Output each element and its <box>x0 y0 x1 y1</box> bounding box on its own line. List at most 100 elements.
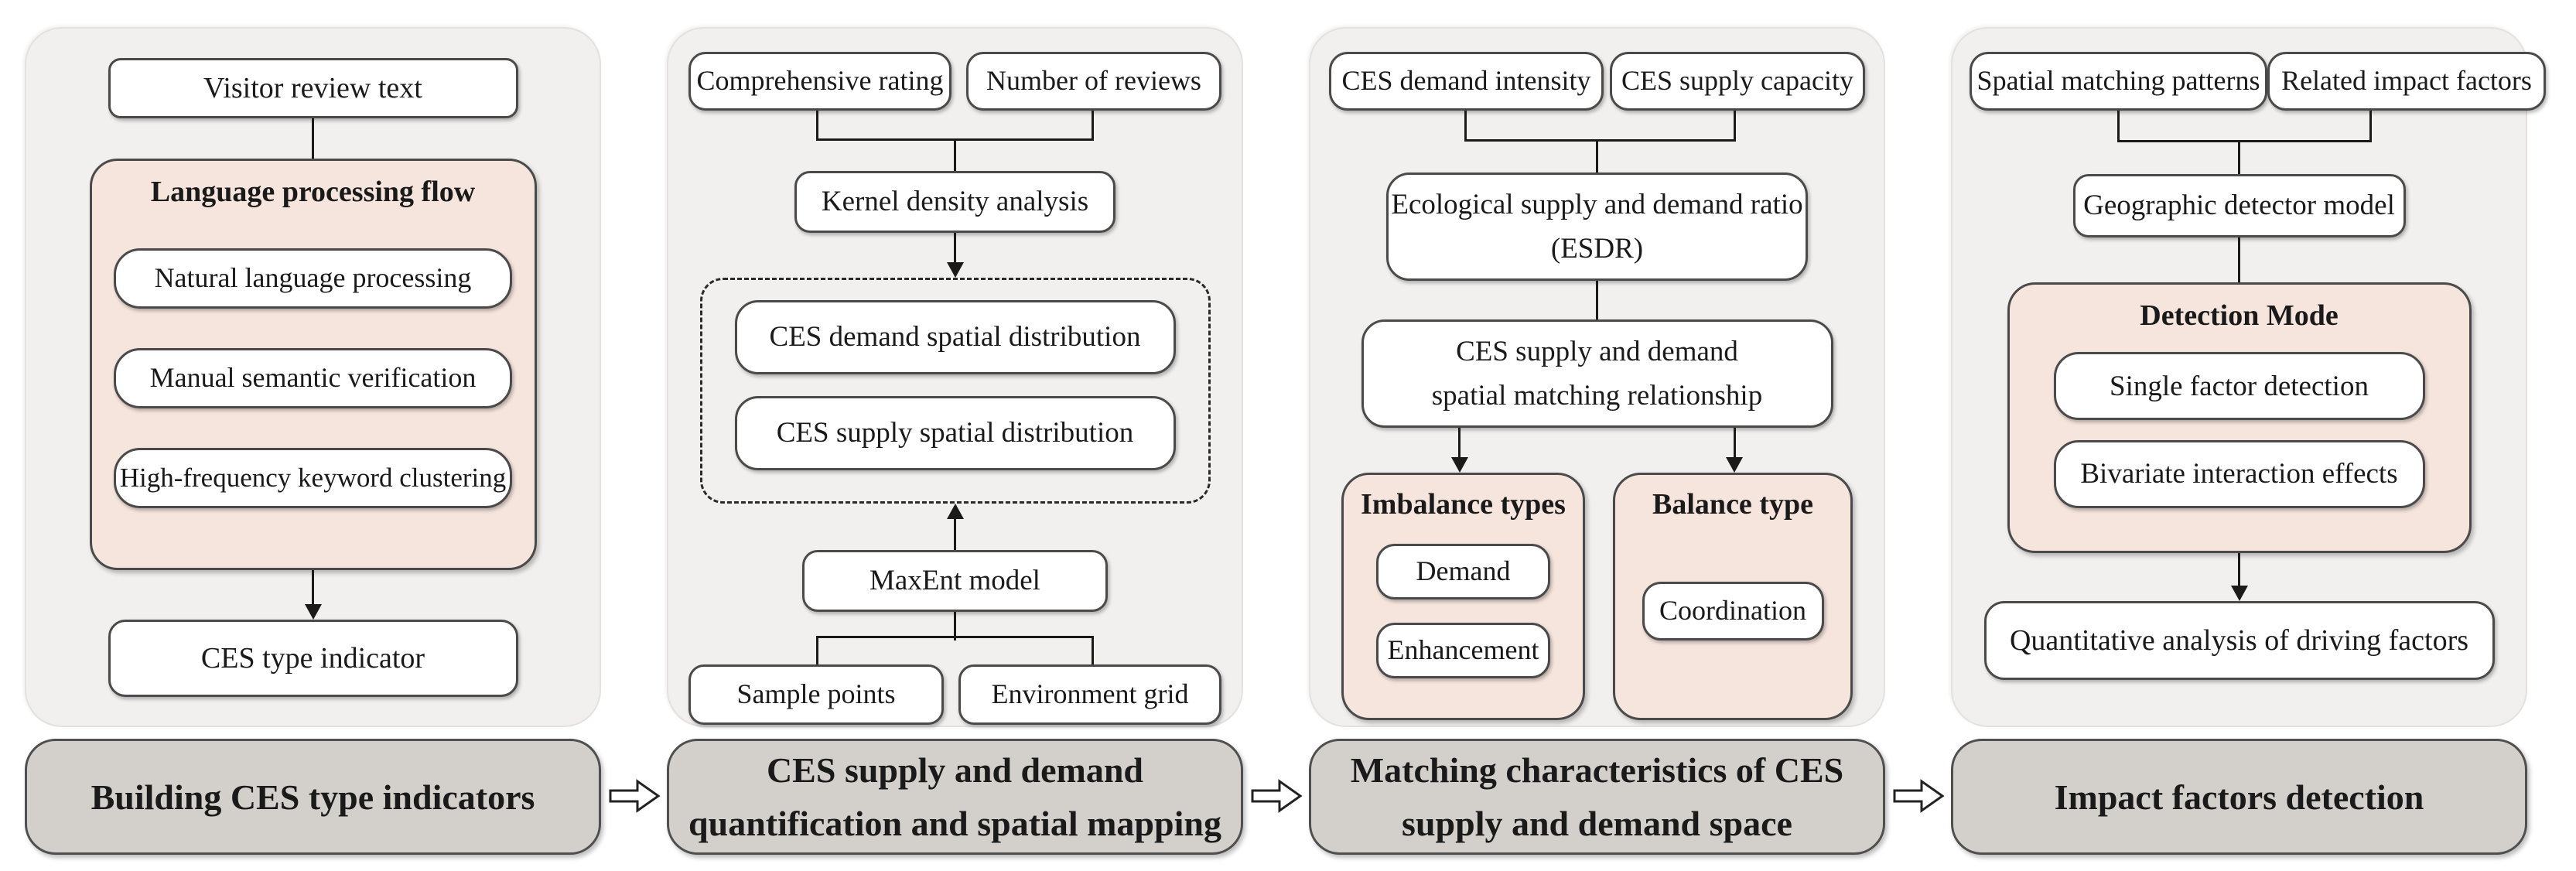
node-esdr: Ecological supply and demand ratio (ESDR… <box>1386 172 1808 281</box>
arrowhead-down-icon <box>1450 457 1468 473</box>
panel-ces-supply-demand-quantification: Comprehensive rating Number of reviews K… <box>667 27 1243 727</box>
node-ces-supply-spatial-distribution: CES supply spatial distribution <box>734 396 1176 470</box>
arrow-up <box>946 504 964 550</box>
node-label: Natural language processing <box>154 262 472 294</box>
arrowhead-up-icon <box>946 504 964 519</box>
stage-title-line2: quantification and spatial mapping <box>688 804 1221 843</box>
container-title: Balance type <box>1652 488 1813 521</box>
node-label: Enhancement <box>1387 634 1539 665</box>
node-label-line2: spatial matching relationship <box>1431 380 1763 412</box>
connector-line <box>312 118 314 159</box>
node-label: Single factor detection <box>2110 370 2369 402</box>
flow-arrow-icon <box>609 779 661 813</box>
stage-title-line2: supply and demand space <box>1402 804 1792 843</box>
node-label-line1: CES supply and demand <box>1456 335 1738 367</box>
arrowhead-down-icon <box>304 604 322 620</box>
arrow-down <box>1450 428 1468 473</box>
node-geographic-detector-model: Geographic detector model <box>2072 174 2406 237</box>
node-label: Related impact factors <box>2281 65 2532 97</box>
container-language-processing-flow: Language processing flow Natural languag… <box>89 159 537 570</box>
node-label: Geographic detector model <box>2083 190 2395 222</box>
stage-bar-quantification-spatial-mapping: CES supply and demand quantification and… <box>667 739 1243 855</box>
node-maxent-model: MaxEnt model <box>802 550 1108 612</box>
stage-title-line1: CES supply and demand <box>766 750 1144 790</box>
split-connector <box>668 612 1242 664</box>
arrowhead-down-icon <box>2230 586 2248 601</box>
flow-arrow-icon <box>1251 779 1303 813</box>
node-spatial-matching-patterns: Spatial matching patterns <box>1970 52 2267 111</box>
connector-line <box>1458 428 1461 457</box>
node-high-frequency-keyword-clustering: High-frequency keyword clustering <box>114 448 512 508</box>
container-title: Detection Mode <box>2140 299 2339 332</box>
node-label-line1: Ecological supply and demand ratio <box>1391 188 1803 220</box>
connector-line <box>954 519 956 550</box>
node-label: Coordination <box>1659 595 1806 627</box>
node-label: Bivariate interaction effects <box>2080 457 2398 490</box>
node-label: Environment grid <box>991 678 1189 710</box>
node-label: CES demand spatial distribution <box>769 321 1141 354</box>
node-single-factor-detection: Single factor detection <box>2053 352 2425 421</box>
node-label: Quantitative analysis of driving factors <box>2009 623 2469 657</box>
stage-title: Impact factors detection <box>2054 777 2424 817</box>
container-title: Imbalance types <box>1361 488 1566 521</box>
connector-line <box>1733 428 1736 457</box>
node-demand: Demand <box>1376 544 1550 600</box>
node-spatial-matching-relationship: CES supply and demand spatial matching r… <box>1361 319 1833 428</box>
connector-line <box>2238 553 2240 586</box>
connector-line <box>312 570 314 604</box>
node-environment-grid: Environment grid <box>958 664 1221 725</box>
container-detection-mode: Detection Mode Single factor detection B… <box>2007 282 2472 553</box>
node-coordination: Coordination <box>1642 582 1824 640</box>
double-arrow-connector <box>1310 428 1884 473</box>
stage-title: Building CES type indicators <box>91 777 535 817</box>
merge-connector <box>1952 111 2526 174</box>
connector-line <box>1596 281 1598 319</box>
container-balance-type: Balance type Coordination <box>1613 473 1853 720</box>
node-ces-demand-spatial-distribution: CES demand spatial distribution <box>734 300 1176 374</box>
node-label: Demand <box>1416 555 1511 587</box>
node-label: CES demand intensity <box>1341 65 1591 97</box>
arrow-down <box>304 570 322 620</box>
node-ces-type-indicator: CES type indicator <box>108 620 518 697</box>
node-label: Comprehensive rating <box>696 65 944 97</box>
stage-bar-matching-characteristics: Matching characteristics of CES supply a… <box>1309 739 1885 855</box>
node-label: Visitor review text <box>203 71 422 104</box>
node-label: Number of reviews <box>986 65 1201 97</box>
node-manual-semantic-verification: Manual semantic verification <box>114 348 512 408</box>
node-label: CES supply spatial distribution <box>776 417 1134 449</box>
node-label: Kernel density analysis <box>821 186 1089 218</box>
merge-connector <box>1310 111 1884 172</box>
node-label: Sample points <box>736 678 896 710</box>
node-label: MaxEnt model <box>869 565 1040 597</box>
node-number-of-reviews: Number of reviews <box>966 52 1221 111</box>
connector-line <box>954 233 956 262</box>
stage-title-line1: Matching characteristics of CES <box>1350 750 1844 790</box>
arrowhead-down-icon <box>1726 457 1744 473</box>
node-related-impact-factors: Related impact factors <box>2267 52 2546 111</box>
node-sample-points: Sample points <box>688 664 944 725</box>
connector-line <box>2238 237 2240 282</box>
node-ces-supply-capacity: CES supply capacity <box>1610 52 1865 111</box>
container-title: Language processing flow <box>150 176 476 208</box>
arrow-down <box>946 233 964 278</box>
node-visitor-review-text: Visitor review text <box>108 58 518 118</box>
node-bivariate-interaction-effects: Bivariate interaction effects <box>2053 439 2425 508</box>
stage-bar-building-ces-type-indicators: Building CES type indicators <box>25 739 601 855</box>
node-label: Manual semantic verification <box>149 362 477 394</box>
node-natural-language-processing: Natural language processing <box>114 248 512 309</box>
node-quantitative-analysis-driving-factors: Quantitative analysis of driving factors <box>1983 601 2495 680</box>
merge-connector <box>668 111 1242 171</box>
panel-impact-factors-detection: Spatial matching patterns Related impact… <box>1951 27 2546 727</box>
node-comprehensive-rating: Comprehensive rating <box>688 52 951 111</box>
node-label: CES type indicator <box>200 641 425 675</box>
node-label: Spatial matching patterns <box>1976 65 2260 97</box>
group-spatial-distributions: CES demand spatial distribution CES supp… <box>699 278 1211 504</box>
node-ces-demand-intensity: CES demand intensity <box>1329 52 1604 111</box>
flow-arrow-icon <box>1893 779 1945 813</box>
node-enhancement: Enhancement <box>1376 622 1550 678</box>
node-label: CES supply capacity <box>1621 65 1853 97</box>
panel-matching-characteristics: CES demand intensity CES supply capacity… <box>1309 27 1885 727</box>
stage-bar-impact-factors-detection: Impact factors detection <box>1951 739 2527 855</box>
node-label-line2: (ESDR) <box>1550 233 1644 265</box>
